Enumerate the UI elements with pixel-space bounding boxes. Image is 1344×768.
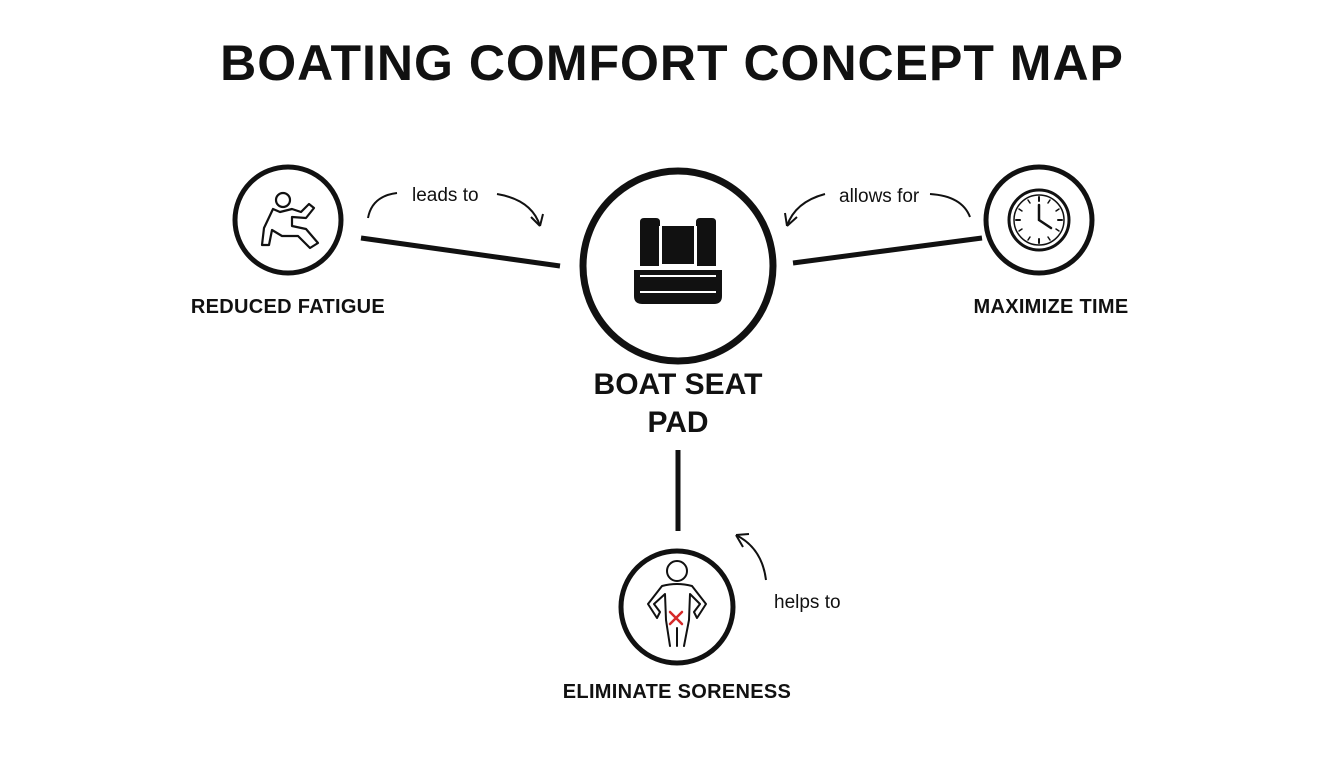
- link-label-allows-for: allows for: [839, 186, 920, 207]
- page-title: BOATING COMFORT CONCEPT MAP: [220, 35, 1124, 91]
- connector-right: [792, 235, 983, 266]
- arrow-leads-to: [367, 192, 544, 227]
- link-label-helps-to: helps to: [774, 592, 841, 613]
- label-eliminate-soreness: ELIMINATE SORENESS: [562, 681, 792, 703]
- label-boat-seat-pad: BOAT SEAT PAD: [558, 366, 798, 442]
- label-reduced-fatigue: REDUCED FATIGUE: [190, 296, 386, 318]
- person-relaxing-icon: [260, 191, 320, 250]
- arrow-helps-to: [735, 533, 767, 581]
- label-maximize-time: MAXIMIZE TIME: [973, 296, 1129, 318]
- node-eliminate-soreness: [618, 548, 736, 666]
- connector-left: [360, 235, 561, 269]
- boat-seat-icon: [634, 218, 722, 304]
- label-boat-seat-pad-line2: PAD: [647, 406, 709, 439]
- node-reduced-fatigue: [232, 164, 344, 276]
- arrow-allows-for: [784, 193, 971, 227]
- link-label-leads-to: leads to: [412, 185, 479, 206]
- label-boat-seat-pad-line1: BOAT SEAT: [593, 368, 763, 401]
- body-soreness-icon: [647, 560, 707, 647]
- clock-icon: [1007, 188, 1071, 252]
- node-boat-seat-pad: [579, 167, 777, 365]
- node-maximize-time: [983, 164, 1095, 276]
